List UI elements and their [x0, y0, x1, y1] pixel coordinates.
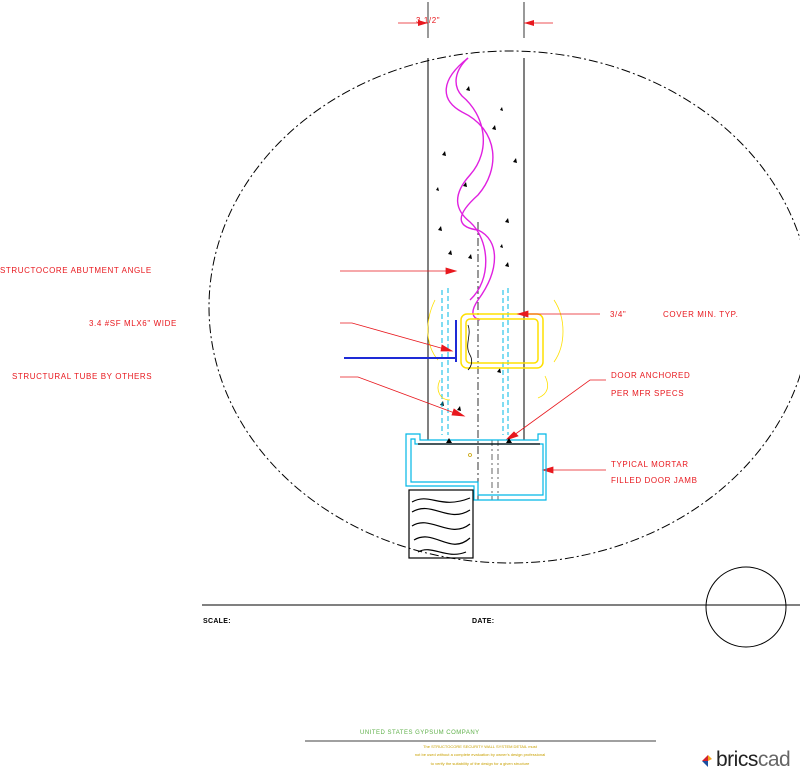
detail-circle [208, 50, 800, 564]
callout-sf-mlx: 3.4 #SF MLX6" WIDE [89, 319, 177, 328]
callout-abutment-angle: STRUCTOCORE ABUTMENT ANGLE [0, 266, 152, 275]
scale-label: SCALE: [203, 618, 231, 625]
dimension-3-1-2 [398, 2, 553, 38]
footer-note-3: to verify the suitability of the design … [430, 761, 530, 766]
footer-company: UNITED STATES GYPSUM COMPANY [360, 730, 480, 736]
concrete-wall [427, 58, 525, 500]
door-jamb [405, 433, 547, 501]
dimension-label: 3 1/2" [416, 16, 441, 25]
rebar-lines [441, 288, 509, 435]
callout-mortar-2: FILLED DOOR JAMB [611, 476, 698, 485]
core-wave [445, 57, 496, 321]
footer-note-1: The STRUCTOCORE SECURITY WALL SYSTEM DET… [423, 744, 537, 749]
callout-door-anchored-2: PER MFR SPECS [611, 389, 685, 398]
angle-detail [467, 324, 473, 371]
callout-mortar-1: TYPICAL MORTAR [611, 460, 689, 469]
callout-cover-text: COVER MIN. TYP. [663, 310, 739, 319]
small-marker [468, 453, 472, 457]
bricscad-logo-text: bricscad [716, 748, 791, 771]
bricscad-logo: bricscad [700, 748, 800, 772]
callout-cover-size: 3/4" [610, 310, 627, 319]
anchor-marks [446, 438, 512, 443]
date-label: DATE: [472, 618, 495, 625]
abutment-angle [427, 299, 564, 401]
footer-note-2: not be used without a complete evaluatio… [414, 752, 546, 757]
section-bubble [705, 566, 787, 648]
leader-lines [340, 267, 606, 474]
bricscad-logo-icon [702, 755, 712, 767]
callout-structural-tube: STRUCTURAL TUBE BY OTHERS [12, 372, 153, 381]
structural-tube [344, 320, 457, 362]
wood-stud [408, 489, 474, 559]
callout-door-anchored-1: DOOR ANCHORED [611, 371, 691, 380]
